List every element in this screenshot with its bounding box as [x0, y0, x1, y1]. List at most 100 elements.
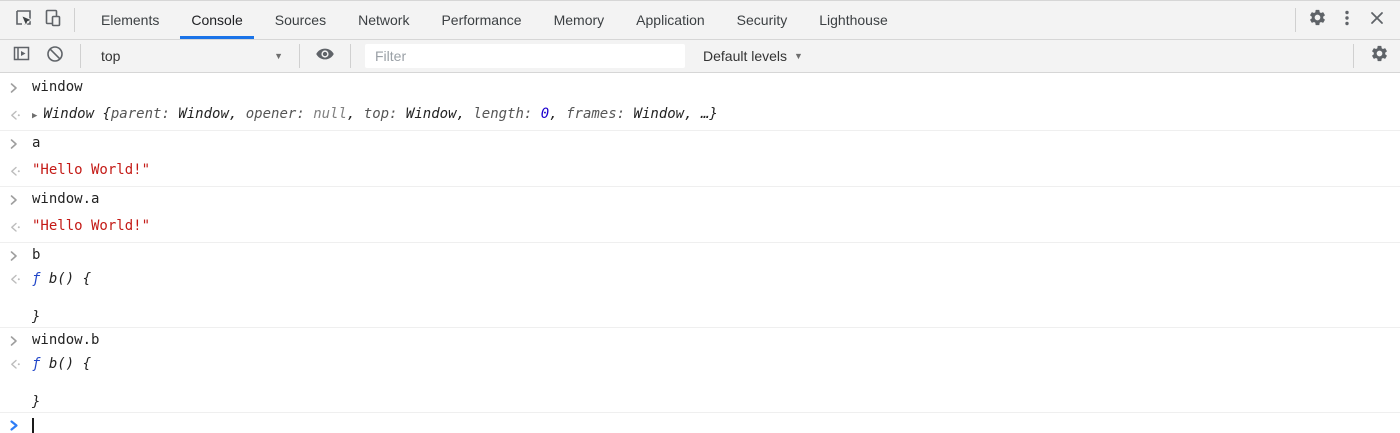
toolbar-separator — [350, 44, 351, 68]
command-chevron-icon — [8, 190, 32, 211]
token-propname: frames: — [566, 106, 634, 122]
console-result-row: ƒ b() { } — [0, 355, 1400, 413]
result-text: "Hello World!" — [32, 217, 150, 236]
close-icon — [1369, 10, 1385, 31]
tab-lighthouse[interactable]: Lighthouse — [819, 12, 888, 28]
console-result-row: "Hello World!" — [0, 214, 1400, 243]
tab-security[interactable]: Security — [736, 12, 788, 28]
console-command-row: window.b — [0, 328, 1400, 355]
disclosure-triangle-icon[interactable]: ▶ — [32, 111, 38, 121]
prompt-chevron-icon — [8, 417, 32, 433]
token-null: null — [313, 106, 347, 122]
command-text: a — [32, 135, 41, 151]
gear-icon — [1308, 8, 1327, 32]
command-chevron-icon — [8, 134, 32, 155]
console-command-row: window — [0, 75, 1400, 102]
device-toolbar-icon — [43, 8, 63, 33]
toolbar-separator — [1353, 44, 1354, 68]
inspect-cursor-icon — [14, 8, 33, 32]
toggle-device-toolbar-button[interactable] — [38, 6, 68, 34]
log-levels-select[interactable]: Default levels ▼ — [695, 43, 811, 69]
console-result-row: "Hello World!" — [0, 158, 1400, 187]
devtools-close-button[interactable] — [1362, 6, 1392, 34]
tab-performance[interactable]: Performance — [441, 12, 522, 28]
toolbar-separator — [299, 44, 300, 68]
command-chevron-icon — [8, 331, 32, 352]
token-object: Window — [43, 106, 103, 122]
result-text: "Hello World!" — [32, 161, 150, 180]
clear-console-button[interactable] — [40, 42, 70, 70]
devtools-tabbar: Elements Console Sources Network Performance… — [0, 1, 1400, 40]
result-arrow-icon — [8, 161, 32, 183]
javascript-context-value: top — [101, 48, 121, 64]
three-dot-menu-icon — [1338, 9, 1356, 32]
command-chevron-icon — [8, 78, 32, 99]
gear-icon — [1370, 44, 1389, 68]
token-function: ƒ — [32, 271, 41, 287]
javascript-context-select[interactable]: top ▼ — [91, 43, 289, 69]
token-object: Window — [633, 106, 685, 122]
text-cursor — [32, 418, 34, 433]
command-text: window.b — [32, 332, 100, 348]
console-command-row: a — [0, 131, 1400, 158]
toggle-console-sidebar-button[interactable] — [6, 42, 36, 70]
tabbar-right-controls — [1289, 6, 1392, 34]
token-object: , — [346, 106, 364, 122]
token-object: , — [549, 106, 567, 122]
command-text: window.a — [32, 191, 100, 207]
tab-elements[interactable]: Elements — [101, 12, 160, 28]
console-prompt[interactable] — [0, 413, 1400, 433]
token-propname: parent: — [110, 106, 179, 122]
command-text: window — [32, 79, 83, 95]
result-text: ƒ b() { } — [32, 270, 91, 327]
result-text: ▶Window {parent: Window, opener: null, t… — [32, 105, 718, 126]
chevron-down-icon: ▼ — [274, 50, 283, 61]
command-chevron-icon — [8, 246, 32, 267]
result-arrow-icon — [8, 105, 32, 127]
result-arrow-icon — [8, 270, 32, 291]
eye-icon — [315, 44, 335, 69]
clear-console-icon — [46, 45, 64, 68]
console-sidebar-icon — [12, 44, 31, 68]
console-result-row: ƒ b() { } — [0, 270, 1400, 328]
token-number: 0 — [540, 106, 550, 122]
console-command-row: window.a — [0, 187, 1400, 214]
result-arrow-icon — [8, 217, 32, 239]
token-function: ƒ — [32, 356, 41, 372]
tabbar-separator — [74, 8, 75, 32]
token-object: Window — [405, 106, 457, 122]
tab-strip: Elements Console Sources Network Performance… — [85, 1, 904, 39]
tab-network[interactable]: Network — [358, 12, 410, 28]
token-object: , — [456, 106, 474, 122]
command-text: b — [32, 247, 41, 263]
token-source: b() { } — [32, 271, 92, 325]
tab-console[interactable]: Console — [175, 1, 258, 39]
filter-input[interactable] — [365, 44, 685, 68]
console-result-row: ▶Window {parent: Window, opener: null, t… — [0, 102, 1400, 131]
devtools-menu-button[interactable] — [1332, 6, 1362, 34]
chevron-down-icon: ▼ — [794, 50, 803, 61]
inspect-element-button[interactable] — [8, 6, 38, 34]
result-arrow-icon — [8, 355, 32, 376]
token-object: , — [228, 106, 246, 122]
tab-sources[interactable]: Sources — [274, 12, 327, 28]
create-live-expression-button[interactable] — [310, 42, 340, 70]
token-propname: length: — [473, 106, 541, 122]
tab-application[interactable]: Application — [636, 12, 705, 28]
token-source: b() { } — [32, 356, 92, 410]
log-levels-label: Default levels — [703, 48, 788, 64]
console-settings-button[interactable] — [1364, 42, 1394, 70]
devtools-settings-button[interactable] — [1302, 6, 1332, 34]
token-object: , …} — [684, 106, 718, 122]
toolbar-separator — [80, 44, 81, 68]
result-text: ƒ b() { } — [32, 355, 91, 412]
token-propname: opener: — [245, 106, 314, 122]
token-string: "Hello World!" — [32, 162, 151, 178]
console-toolbar: top ▼ Default levels ▼ — [0, 40, 1400, 73]
console-messages: window ▶ Window {parent: Window, opener: n… — [0, 73, 1400, 413]
token-object: { — [102, 106, 111, 122]
token-string: "Hello World!" — [32, 218, 151, 234]
tab-memory[interactable]: Memory — [553, 12, 605, 28]
token-object: Window — [178, 106, 229, 122]
